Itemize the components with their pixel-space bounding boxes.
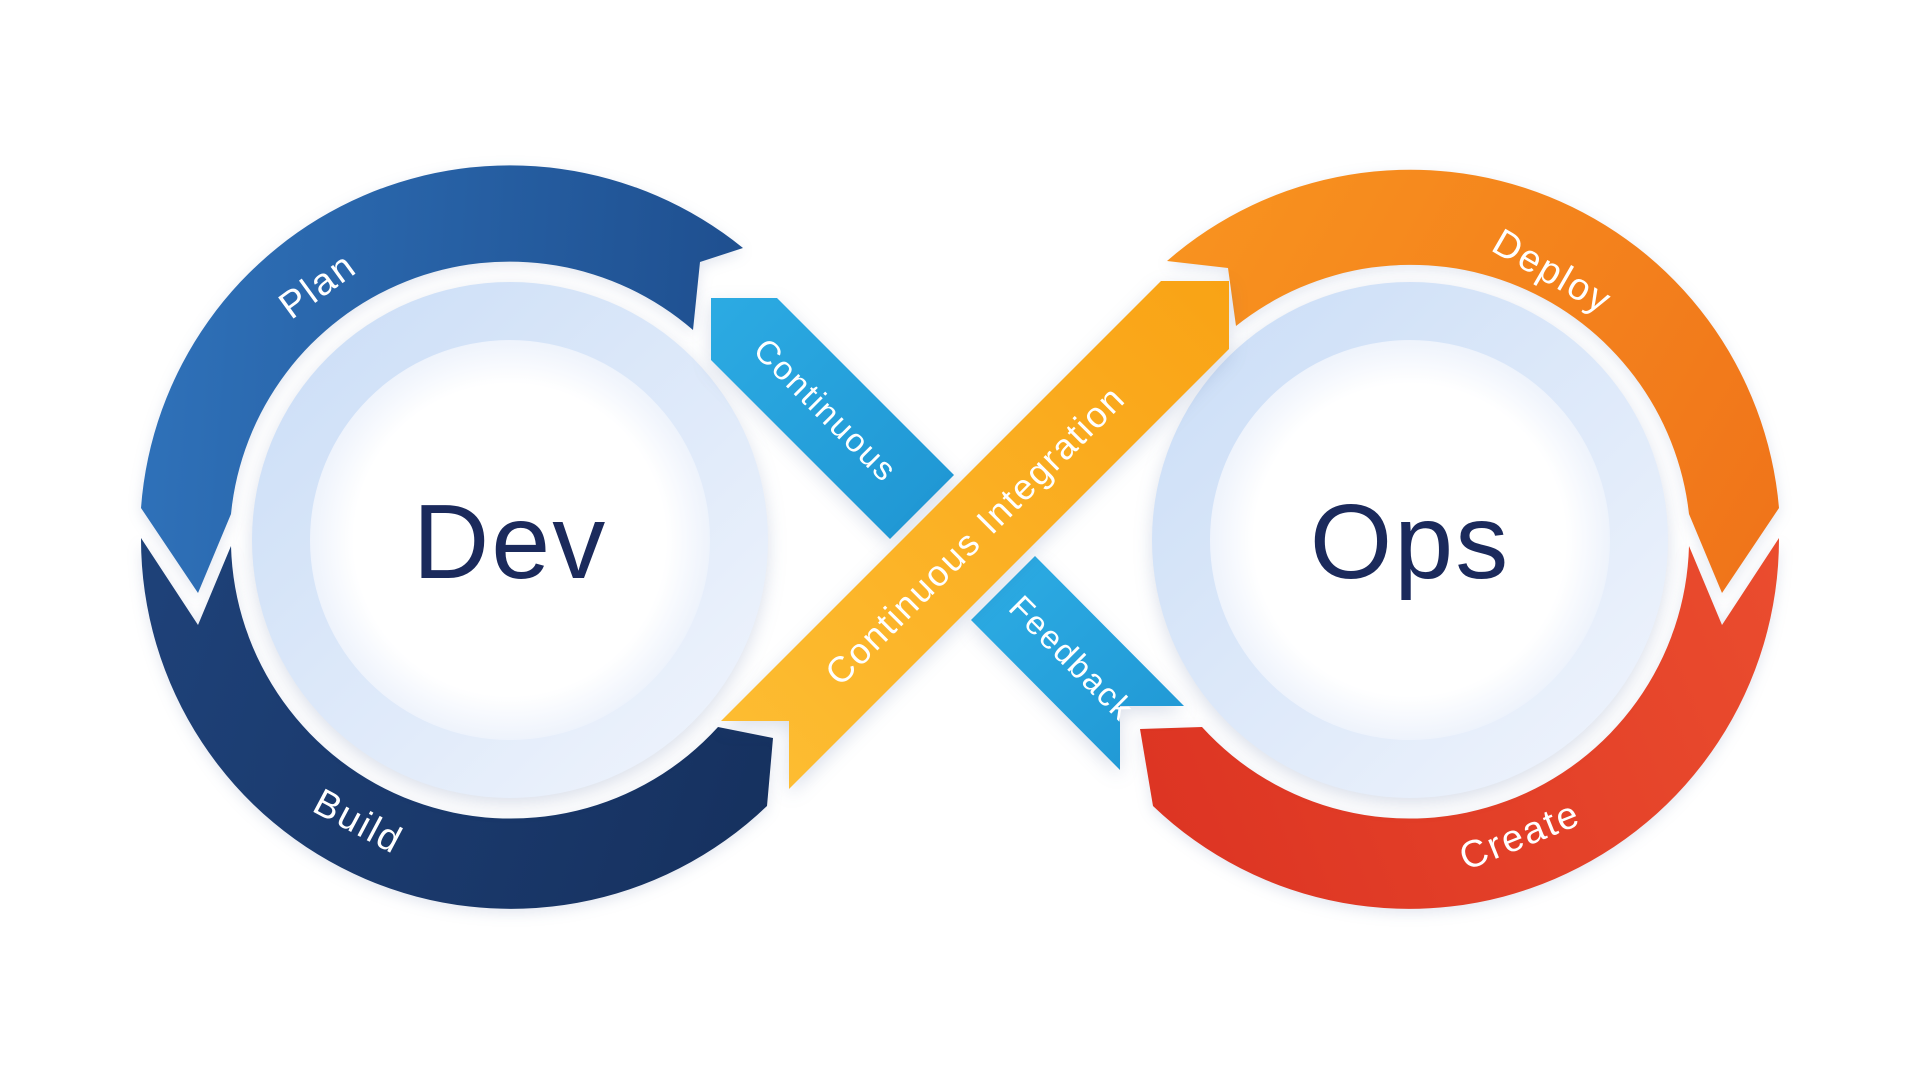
- ops-loop: Ops Deploy Create: [1140, 169, 1780, 909]
- continuous-feedback-ribbon: Continuous Feedback: [711, 298, 1184, 770]
- dev-label: Dev: [413, 483, 608, 601]
- dev-inner-circle: [310, 340, 710, 740]
- integration-ribbon: [721, 281, 1229, 789]
- build-arc-segment: [140, 538, 773, 909]
- ops-inner-circle: [1210, 340, 1610, 740]
- create-arc-segment: [1140, 538, 1780, 909]
- ops-label: Ops: [1310, 483, 1510, 601]
- feedback-ribbon-lower-segment: [971, 556, 1184, 770]
- dev-loop: Dev Plan Build: [140, 165, 773, 909]
- deploy-arc-segment: [1167, 169, 1779, 594]
- feedback-ribbon-upper-segment: [711, 298, 954, 539]
- plan-arc-segment: [141, 165, 743, 593]
